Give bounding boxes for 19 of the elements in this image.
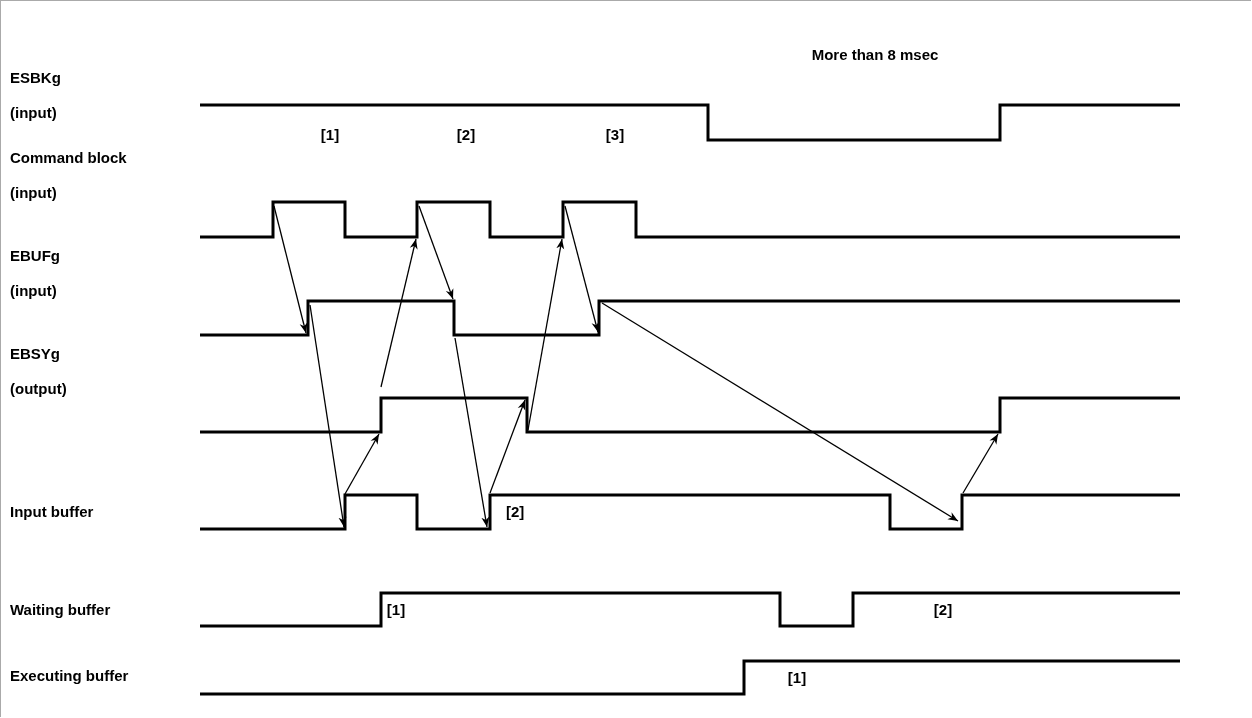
signal-label: (input) [10,104,57,122]
signal-label: Command block [10,149,127,167]
reference-number: [1] [320,126,340,144]
signal-label: ESBKg [10,69,61,87]
signal-label: Waiting buffer [10,601,111,619]
signal-label: Input buffer [10,503,94,521]
reference-number: [1] [386,601,406,619]
signal-label: EBSYg [10,345,60,363]
signal-label: (input) [10,282,57,300]
reference-number: [2] [456,126,476,144]
signal-label: (input) [10,184,57,202]
reference-number: [2] [933,601,953,619]
reference-number: [3] [605,126,625,144]
reference-number: [2] [506,503,525,521]
signal-label: (output) [10,380,67,398]
signal-label: Executing buffer [10,667,129,685]
signal-label: EBUFg [10,247,60,265]
reference-number: [1] [787,669,807,687]
reference-number: More than 8 msec [811,46,939,64]
